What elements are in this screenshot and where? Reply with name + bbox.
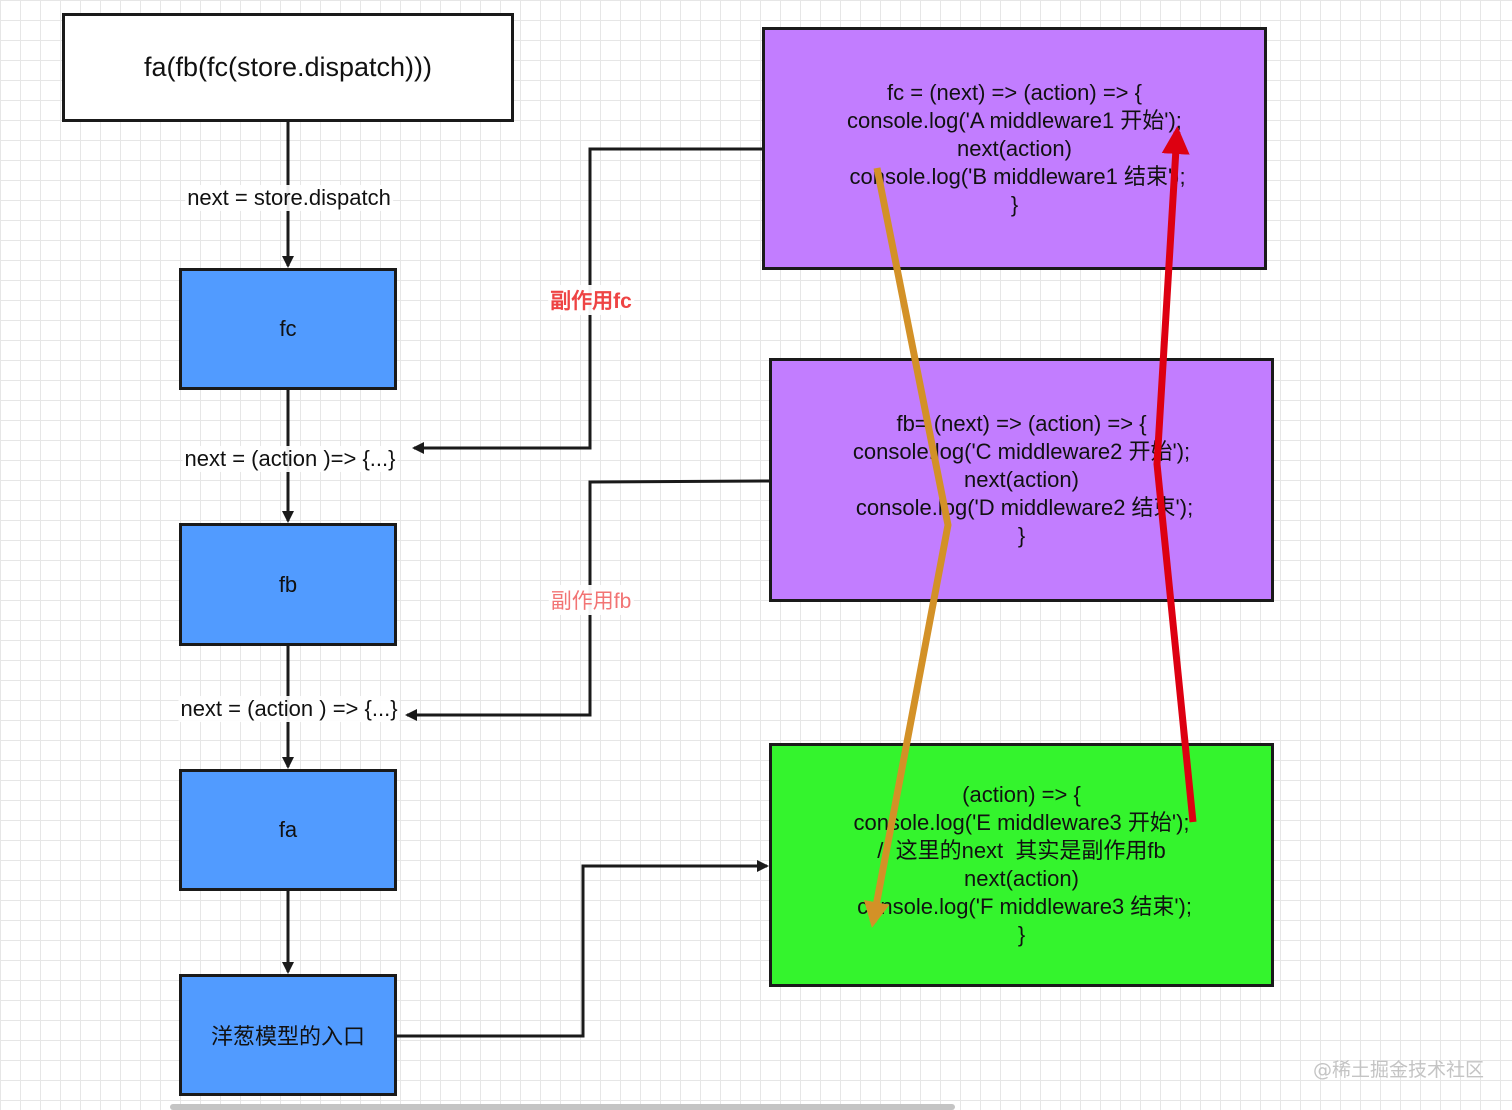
code-line: console.log('C middleware2 开始'); <box>852 439 1191 464</box>
watermark: @稀土掘金技术社区 <box>1312 1059 1484 1081</box>
code-line: console.log('A middleware1 开始'); <box>847 107 1182 133</box>
code-line: } <box>1017 523 1026 548</box>
code-line: console.log('D middleware2 结束'); <box>849 495 1194 520</box>
code-line: console.log('F middleware3 结束'); <box>851 894 1192 919</box>
code-block-fa: (action) => { console.log('E middleware3… <box>769 743 1274 987</box>
horizontal-scrollbar[interactable] <box>170 1104 955 1110</box>
edge-label-next-action-1: next = (action )=> {...} <box>182 446 398 472</box>
code-block-fc: fc = (next) => (action) => { console.log… <box>762 27 1267 270</box>
top-expression: fa(fb(fc(store.dispatch))) <box>143 52 433 82</box>
code-line: console.log('B middleware1 结束'); <box>843 163 1186 189</box>
node-fa: fa <box>179 769 397 891</box>
side-effect-fc-label: 副作用fc <box>548 285 634 315</box>
edge-label-next-action-2: next = (action ) => {...} <box>178 696 400 722</box>
node-fb: fb <box>179 523 397 646</box>
edge-entry-to-green <box>397 860 769 1038</box>
node-entry-label: 洋葱模型的入口 <box>210 1024 365 1049</box>
code-line: } <box>1010 191 1019 217</box>
node-fb-label: fb <box>278 571 298 597</box>
code-line: next(action) <box>957 135 1072 161</box>
code-line: // 这里的next 其实是副作用fb <box>877 838 1166 863</box>
edge-label-next-dispatch: next = store.dispatch <box>185 185 393 211</box>
node-fa-label: fa <box>278 817 298 842</box>
code-line: fb= (next) => (action) => { <box>896 411 1147 436</box>
node-fc-label: fc <box>279 316 297 341</box>
node-entry: 洋葱模型的入口 <box>179 974 397 1096</box>
code-line: } <box>1017 922 1026 947</box>
node-fc: fc <box>179 268 397 390</box>
code-line: (action) => { <box>962 782 1081 807</box>
code-line: next(action) <box>964 467 1079 492</box>
code-block-fb: fb= (next) => (action) => { console.log(… <box>769 358 1274 602</box>
code-line: next(action) <box>964 866 1079 891</box>
top-expression-box: fa(fb(fc(store.dispatch))) <box>62 13 514 122</box>
side-effect-fb-label: 副作用fb <box>548 585 634 615</box>
code-line: console.log('E middleware3 开始'); <box>853 810 1190 835</box>
code-line: fc = (next) => (action) => { <box>887 79 1142 105</box>
